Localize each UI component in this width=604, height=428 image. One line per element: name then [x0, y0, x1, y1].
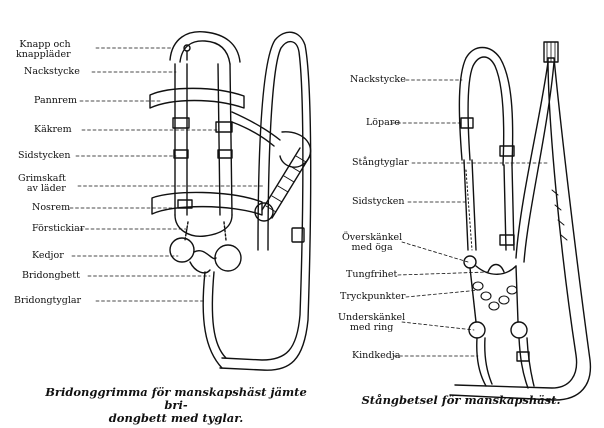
left-leadrope-b [271, 155, 311, 219]
left-browband [149, 87, 245, 109]
right-headstall-inner [467, 56, 505, 166]
caption-right-figure: Stångbetsel för manskapshäst. [361, 393, 561, 407]
right-headstall-outer [458, 46, 514, 166]
left-rein-loop-outer [219, 31, 312, 371]
label-underskankel-med-ring: Underskänkel med ring [338, 312, 406, 333]
label-pannrem: Pannrem [34, 95, 78, 106]
leader-lines [69, 47, 549, 357]
right-lower-ring-left [468, 321, 486, 339]
label-bridongtyglar: Bridongtyglar [14, 295, 82, 306]
left-leadrope-a [261, 147, 301, 211]
right-curb-chain [472, 281, 518, 311]
label-grimskaft-av-lader: Grimskaft av läder [18, 173, 66, 194]
label-nosrem: Nosrem [32, 202, 71, 213]
right-shank-left [469, 267, 477, 323]
left-crown-inner [179, 40, 231, 65]
label-bridongbett: Bridongbett [22, 270, 80, 281]
label-tungfrihet: Tungfrihet [346, 269, 398, 280]
label-kindkedja: Kindkedja [352, 350, 401, 361]
left-rein-loop-inner [221, 41, 304, 361]
label-knapp-och-knapplader: Knapp och knappläder [16, 39, 71, 60]
right-shank-right [515, 265, 519, 323]
left-bit-ring-right [214, 244, 242, 272]
right-lower-ring-right [510, 321, 528, 339]
label-nackstycke-right: Nackstycke [350, 74, 406, 85]
label-kakrem: Käkrem [34, 124, 72, 135]
label-sidstycken-right: Sidstycken [352, 196, 405, 207]
label-nackstycke-left: Nackstycke [24, 66, 80, 77]
left-bit-mouthpiece [193, 250, 217, 260]
right-rein-outer [449, 57, 592, 401]
left-rope-ring [254, 202, 274, 222]
label-lopare: Löpare [366, 117, 400, 128]
left-bit-ring-left [169, 237, 195, 263]
left-rein-lower-b [211, 271, 227, 359]
label-sidstycken-left: Sidstycken [18, 150, 71, 161]
left-throatlatch [231, 111, 281, 141]
caption-left-figure: Bridonggrimma för manskapshäst jämte bri… [45, 385, 307, 425]
label-tryckpunkter: Tryckpunkter [340, 291, 406, 302]
right-upper-eye [463, 255, 477, 269]
right-bridle-drawing [449, 41, 592, 401]
right-mouthpiece [475, 265, 517, 275]
left-crown-outer [169, 31, 241, 63]
right-rein-inner [454, 57, 578, 389]
left-halter-drawing [149, 31, 312, 371]
left-rein-buckle [291, 227, 305, 243]
right-port [487, 263, 505, 273]
left-rein-lower-a [202, 271, 223, 369]
label-overskankel-med-oga: Överskänkel med öga [342, 232, 403, 253]
left-noseband [151, 191, 263, 216]
label-kedjor: Kedjor [32, 250, 64, 261]
label-forsticklar: Förstickiar [32, 223, 85, 234]
label-stangtyglar: Stångtyglar [352, 157, 409, 168]
